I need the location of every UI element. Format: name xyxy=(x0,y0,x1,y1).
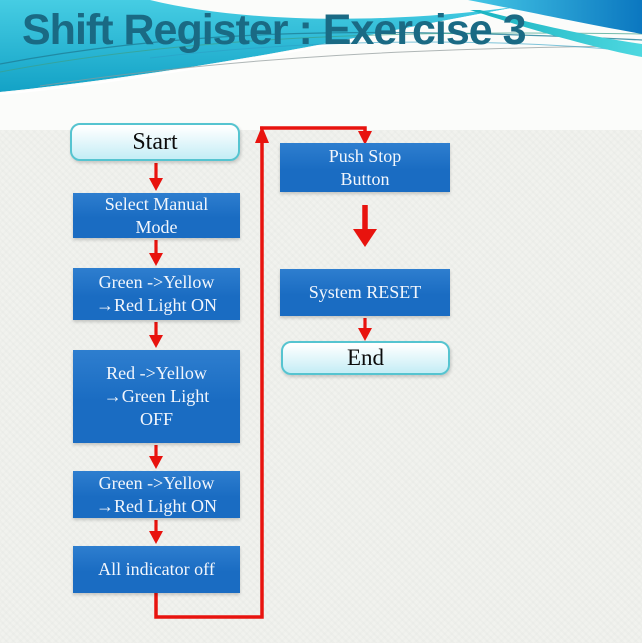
node-label: Button xyxy=(340,168,390,189)
node-label: →Red Light ON xyxy=(96,295,217,315)
node-label: OFF xyxy=(139,409,174,429)
arrow-select-to-green1 xyxy=(149,240,163,266)
node-label: →Green Light xyxy=(103,386,210,406)
flowchart-node-start: Start xyxy=(70,123,240,161)
node-label: Red ->Yellow xyxy=(106,363,207,383)
header-swoosh-decoration xyxy=(0,0,642,130)
accent-line-gray xyxy=(39,45,642,87)
accent-line-blue xyxy=(149,41,642,59)
banner-edge-highlight xyxy=(0,0,566,95)
flowchart-node-green-yellow-red-light-on-2: Green ->Yellow →Red Light ON xyxy=(73,471,240,518)
node-label: →Red Light ON xyxy=(96,495,217,516)
arrow-redyellow-to-green2 xyxy=(149,445,163,469)
node-label: Start xyxy=(132,128,178,155)
node-label: Push Stop xyxy=(328,145,402,166)
arrow-pushstop-to-reset xyxy=(353,205,377,247)
flowchart-node-system-reset: System RESET xyxy=(280,269,450,316)
arrow-start-to-select xyxy=(149,163,163,191)
flowchart-node-push-stop-button: Push Stop Button xyxy=(280,143,450,192)
banner-top-white-lens xyxy=(150,0,560,19)
corner-wedge-blue xyxy=(468,0,642,34)
flowchart-node-green-yellow-red-light-on-1: Green ->Yellow →Red Light ON xyxy=(73,268,240,320)
flowchart-node-red-yellow-green-light-off: Red ->Yellow →Green Light OFF xyxy=(73,350,240,443)
node-label: Green ->Yellow xyxy=(98,472,215,493)
node-label: Select Manual xyxy=(104,193,209,214)
node-label: Green ->Yellow xyxy=(98,272,215,292)
flowchart-node-all-indicator-off: All indicator off xyxy=(73,546,240,593)
node-label: End xyxy=(346,345,385,370)
arrow-reset-to-end xyxy=(358,318,372,341)
corner-wedge-teal xyxy=(470,10,642,57)
arrow-green2-to-alloff xyxy=(149,520,163,544)
banner-white-swoosh xyxy=(0,0,642,130)
node-label: All indicator off xyxy=(98,559,215,579)
node-label: Mode xyxy=(135,216,178,237)
accent-line-green xyxy=(0,32,642,73)
accent-line-teal xyxy=(0,31,642,65)
flowchart-node-select-manual-mode: Select Manual Mode xyxy=(73,193,240,238)
slide-title: Shift Register : Exercise 3 xyxy=(22,6,527,54)
node-label: System RESET xyxy=(308,282,422,302)
arrow-green1-to-redyellow xyxy=(149,322,163,348)
flowchart-node-end: End xyxy=(281,341,450,375)
